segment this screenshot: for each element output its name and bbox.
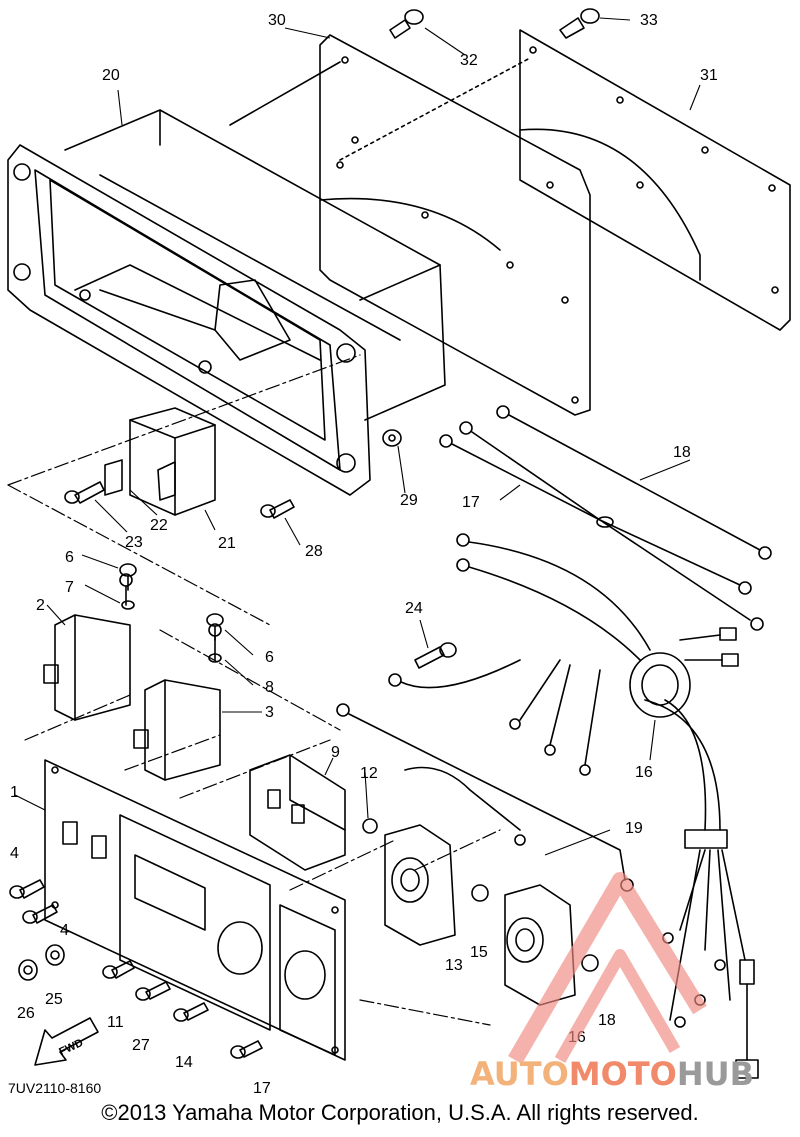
- callout-22: 22: [150, 517, 168, 534]
- callout-7: 9: [331, 744, 340, 761]
- callout-30: 30: [268, 12, 286, 29]
- callout-27: 27: [132, 1037, 150, 1054]
- screw-23: [64, 481, 105, 504]
- watermark-auto: AUTO: [470, 1055, 569, 1093]
- part-30-rear-panel: [229, 34, 591, 416]
- screw-33: [559, 8, 600, 39]
- screw-5b: [206, 613, 224, 641]
- part-code: 7UV2110-8160: [8, 1080, 101, 1096]
- callout-11: 14: [175, 1054, 193, 1071]
- nut-29: [382, 429, 402, 447]
- screw-27: [135, 981, 171, 1001]
- washer-12: [471, 884, 489, 902]
- part-22-clip: [104, 459, 123, 496]
- screw-4b: [22, 904, 58, 924]
- watermark-text: AUTOMOTOHUB: [470, 1055, 754, 1093]
- callout-31: 31: [700, 67, 718, 84]
- part-31-gasket: [519, 29, 791, 331]
- callout-19: 19: [625, 820, 643, 837]
- callout-5a: 6: [65, 549, 74, 566]
- fwd-label: FWD: [57, 1037, 85, 1058]
- callout-29: 29: [400, 492, 418, 509]
- washer-25: [45, 944, 65, 966]
- washer-6b: [208, 653, 222, 663]
- callout-20: 20: [102, 67, 120, 84]
- harness-16: [456, 533, 759, 1079]
- part-2-breaker: [43, 573, 133, 721]
- screw-14: [230, 1040, 263, 1059]
- washer-15: [581, 954, 599, 972]
- wire-18: [496, 405, 772, 560]
- part-7-outlet: [249, 754, 346, 871]
- screw-8: [102, 960, 135, 979]
- callout-4a: 4: [10, 845, 19, 862]
- watermark-moto: MOTO: [568, 1055, 677, 1093]
- copyright-line: ©2013 Yamaha Motor Corporation, U.S.A. A…: [101, 1100, 699, 1125]
- callout-17: 17: [462, 494, 480, 511]
- nut-26: [18, 959, 38, 981]
- callout-3: 3: [265, 704, 274, 721]
- callout-8: 11: [107, 1014, 124, 1031]
- part-1-front-panel: [44, 759, 346, 1061]
- callout-15: 18: [598, 1012, 616, 1029]
- part-3-breaker: [133, 623, 222, 781]
- callout-5b: 6: [265, 649, 274, 666]
- wire-17: [439, 421, 764, 631]
- callout-6b: 8: [265, 679, 274, 696]
- callout-labels: 30 32 33 31 20 18 17 29 22 23 21 28 6 7 …: [10, 12, 718, 1097]
- screw-4a: [9, 879, 45, 899]
- callout-33: 33: [640, 12, 658, 29]
- callout-26: 26: [17, 1005, 35, 1022]
- callout-9: 12: [360, 765, 378, 782]
- callout-2: 2: [36, 597, 45, 614]
- washer-9: [362, 818, 378, 834]
- wire-19: [336, 659, 634, 892]
- callout-6a: 7: [65, 579, 74, 596]
- screw-24: [414, 642, 457, 669]
- leader-lines: [7, 354, 501, 1026]
- part-20-frame-box: [7, 109, 446, 496]
- callout-16: 16: [635, 764, 653, 781]
- callout-14: 17: [253, 1080, 271, 1097]
- part-21-box: [129, 407, 216, 516]
- callout-25: 25: [45, 991, 63, 1008]
- watermark-logo-icon: [508, 872, 707, 1065]
- screw-32: [389, 9, 424, 39]
- callout-28: 28: [305, 543, 323, 560]
- fwd-arrow-icon: [34, 1017, 99, 1066]
- screw-28: [260, 499, 295, 519]
- callout-12: 15: [470, 944, 488, 961]
- part-10-twist-lock: [384, 824, 456, 946]
- callout-32: 32: [460, 52, 478, 69]
- callout-4b: 4: [60, 922, 69, 939]
- callout-23: 23: [125, 534, 143, 551]
- washer-6a: [121, 600, 135, 610]
- callout-21: 21: [218, 535, 236, 552]
- part-13-twist-lock: [504, 884, 576, 1006]
- callout-24: 24: [405, 600, 423, 617]
- callout-1: 1: [10, 784, 19, 801]
- callout-10: 13: [445, 957, 463, 974]
- watermark-hub: HUB: [676, 1055, 755, 1093]
- callout-18: 18: [673, 444, 691, 461]
- screw-5a: [119, 563, 137, 591]
- screw-11: [173, 1002, 209, 1022]
